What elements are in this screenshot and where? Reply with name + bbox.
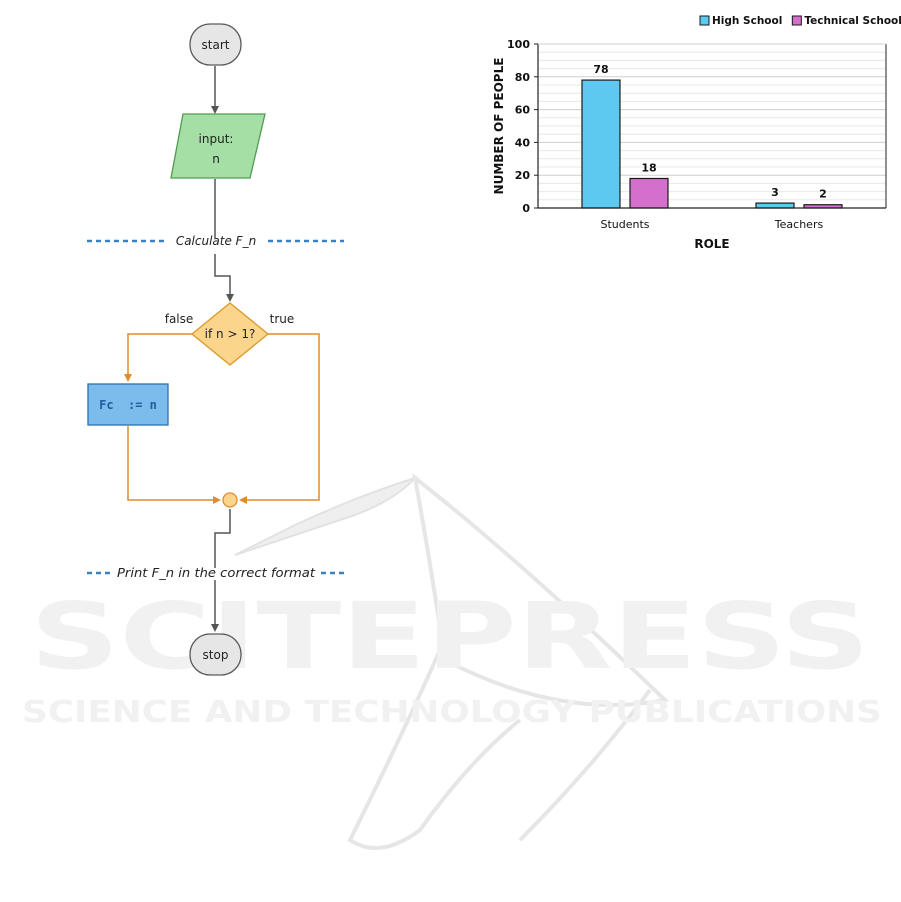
- y-tick-label: 20: [515, 169, 531, 182]
- y-axis-title: NUMBER OF PEOPLE: [492, 58, 506, 195]
- bar-value-label: 78: [593, 63, 608, 76]
- chart-legend: High School Technical School: [700, 15, 901, 27]
- y-tick-label: 100: [507, 38, 530, 51]
- bar-high-school-students: [582, 80, 620, 208]
- watermark-logo: SCITEPRESS SCIENCE AND TECHNOLOGY PUBLIC…: [22, 478, 882, 848]
- legend-swatch-1: [700, 16, 709, 25]
- y-tick-label: 40: [515, 136, 531, 149]
- legend-label-2: Technical School: [804, 15, 901, 27]
- x-axis-title: ROLE: [694, 237, 729, 251]
- section-2-label: Print F_n in the correct format: [117, 566, 316, 580]
- y-tick-label: 80: [515, 71, 531, 84]
- false-branch-line: [128, 334, 193, 380]
- assign-label: Fc := n: [99, 398, 157, 412]
- connector-section-decision: [215, 254, 230, 300]
- chart-bars: [582, 80, 842, 208]
- legend-swatch-2: [792, 16, 801, 25]
- bar-high-school-teachers: [756, 203, 794, 208]
- x-tick-label: Teachers: [774, 218, 824, 231]
- merge-node: [223, 493, 237, 507]
- watermark-subtitle: SCIENCE AND TECHNOLOGY PUBLICATIONS: [22, 695, 882, 730]
- input-label-line1: input:: [199, 132, 234, 146]
- decision-label: if n > 1?: [205, 327, 256, 341]
- false-label: false: [165, 312, 194, 326]
- bar-value-label: 18: [641, 161, 656, 174]
- stop-label: stop: [203, 648, 229, 662]
- y-tick-label: 60: [515, 104, 531, 117]
- bar-value-label: 2: [819, 188, 827, 201]
- x-tick-label: Students: [600, 218, 649, 231]
- true-branch-line: [241, 334, 319, 500]
- process-to-merge-line: [128, 426, 219, 500]
- bar-value-label: 3: [771, 186, 779, 199]
- true-label: true: [270, 312, 295, 326]
- connector-merge-section: [215, 509, 230, 568]
- y-tick-label: 0: [522, 202, 530, 215]
- input-label-line2: n: [212, 152, 220, 166]
- watermark-title: SCITEPRESS: [30, 583, 870, 690]
- flowchart: start input: n Calculate F_n if n > 1? f…: [87, 24, 344, 675]
- input-node: [171, 114, 265, 178]
- legend-label-1: High School: [712, 15, 782, 27]
- bar-technical-school-students: [630, 178, 668, 208]
- section-1-label: Calculate F_n: [176, 234, 256, 248]
- start-label: start: [202, 38, 230, 52]
